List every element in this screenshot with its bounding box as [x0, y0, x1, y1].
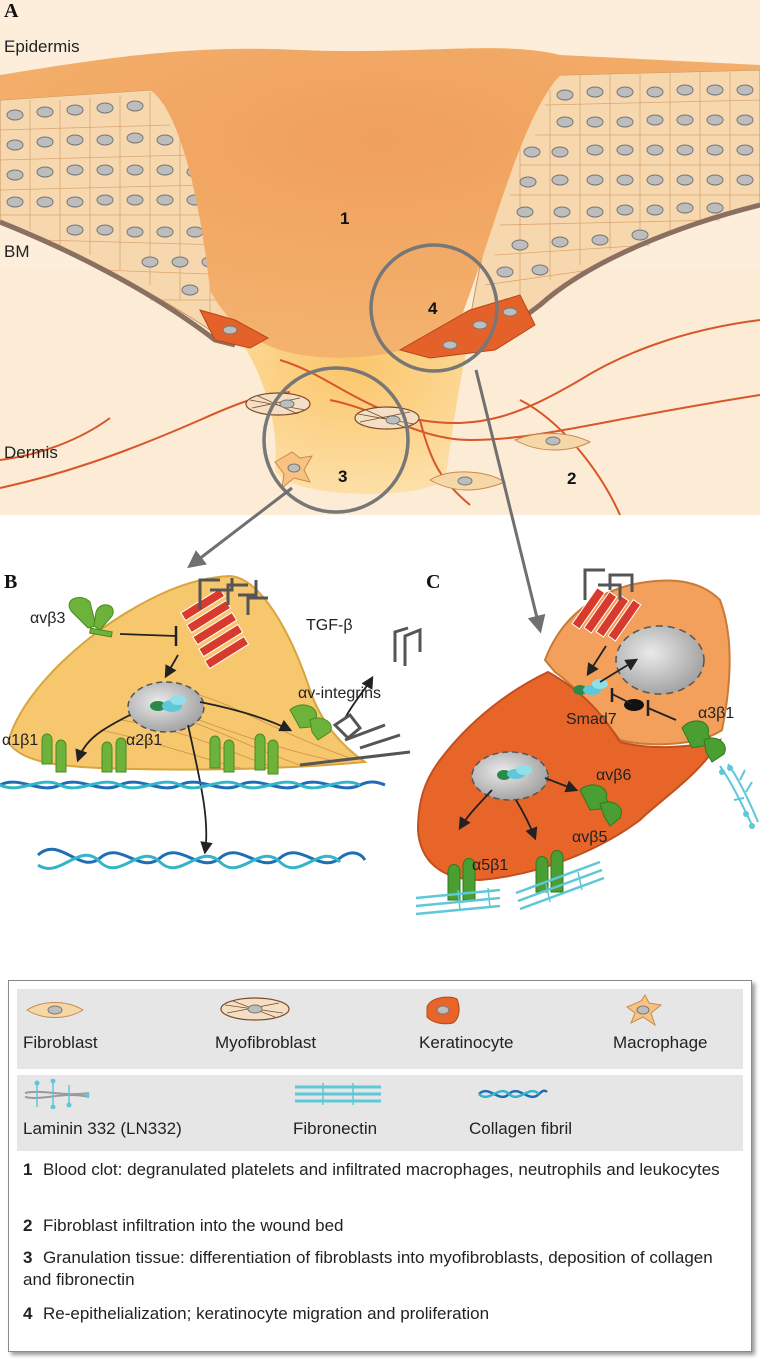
epidermis-label: Epidermis — [4, 37, 80, 56]
panel-c-label: C — [426, 571, 440, 593]
legend-fibronectin: Fibronectin — [293, 1119, 378, 1138]
laminin-332-c — [719, 763, 759, 826]
panel-b-label: B — [4, 571, 17, 593]
fibronectin-icon — [295, 1083, 381, 1105]
wound-healing-diagram: A Epidermis BM Dermis 1 2 3 4 B — [0, 0, 760, 916]
label-avb3: αvβ3 — [30, 610, 65, 627]
blood-clot — [0, 48, 760, 358]
latent-tgf-beta-b — [299, 712, 411, 767]
zoom-arrow-to-b — [187, 486, 293, 569]
panel-a: A Epidermis BM Dermis 1 2 3 4 — [0, 0, 760, 516]
legend-matrix-row: Laminin 332 (LN332) Fibronectin Collagen… — [17, 1075, 743, 1151]
label-a1b1: α1β1 — [2, 732, 38, 749]
integrins-b1 — [41, 733, 279, 775]
legend-box: Fibroblast Myofibroblast Keratinocyte Ma… — [8, 980, 752, 1352]
legend-collagen-fibril: Collagen fibril — [469, 1119, 572, 1138]
legend-cells-row: Fibroblast Myofibroblast Keratinocyte Ma… — [17, 989, 743, 1069]
dermis-label: Dermis — [4, 443, 58, 462]
tgf-beta-active — [393, 626, 422, 666]
bm-label: BM — [4, 242, 30, 261]
tgf-beta-receptor-c — [571, 586, 642, 642]
legend-fibroblast: Fibroblast — [23, 1033, 98, 1052]
fibronectin-c — [415, 860, 605, 916]
label-avb6: αvβ6 — [596, 767, 631, 784]
label-avb5: αvβ5 — [572, 829, 607, 846]
zoom-arrow-to-c — [474, 369, 546, 634]
nucleus-c-upper — [615, 625, 705, 695]
marker-3: 3 — [338, 467, 347, 486]
integrin-av — [289, 704, 332, 741]
myofibroblast-icon — [220, 997, 290, 1021]
label-av-integrins: αv-integrins — [298, 685, 381, 702]
legend-laminin-332: Laminin 332 (LN332) — [23, 1119, 182, 1138]
zoom-circle-3 — [262, 366, 410, 514]
epidermal-cell-outlines — [0, 72, 760, 320]
laminin-332-icon — [24, 1079, 90, 1109]
panel-c: C — [415, 568, 759, 916]
fibroblast-icon — [26, 1002, 84, 1018]
label-a5b1: α5β1 — [472, 857, 508, 874]
tgf-beta-receptor-b — [180, 587, 250, 670]
legend-keratinocyte: Keratinocyte — [419, 1033, 514, 1052]
granulation-tissue — [225, 310, 480, 494]
panel-a-label: A — [4, 0, 19, 22]
label-smad7: Smad7 — [566, 711, 617, 728]
collagen-fibril-icon — [478, 1089, 548, 1099]
integrin-avb3 — [68, 597, 114, 638]
macrophage-icon — [626, 994, 663, 1027]
label-tgf-beta: TGF-β — [306, 617, 353, 634]
tgf-beta-ligand-b — [198, 578, 268, 615]
secreted-collagen — [36, 847, 367, 870]
keratinocyte-icon — [426, 996, 460, 1025]
collagen-fibril-b — [0, 780, 386, 790]
basement-membrane-left — [0, 219, 236, 348]
marker-4: 4 — [428, 299, 438, 318]
panel-b: B — [0, 571, 422, 870]
fibroblasts — [429, 432, 592, 491]
marker-2: 2 — [567, 469, 576, 488]
marker-1: 1 — [340, 209, 349, 228]
smad-green — [150, 701, 166, 711]
blood-vessels — [0, 319, 760, 516]
tgf-beta-ligand-c — [583, 568, 634, 600]
inhibition-line-avb3 — [119, 633, 177, 637]
keratinocyte-lower — [416, 670, 723, 882]
basement-membrane-right — [518, 202, 760, 322]
zoom-circle-4 — [369, 243, 499, 373]
legend-myofibroblast: Myofibroblast — [215, 1033, 317, 1052]
label-a3b1: α3β1 — [698, 705, 734, 722]
legend-macrophage: Macrophage — [613, 1033, 708, 1052]
label-a2b1: α2β1 — [126, 732, 162, 749]
